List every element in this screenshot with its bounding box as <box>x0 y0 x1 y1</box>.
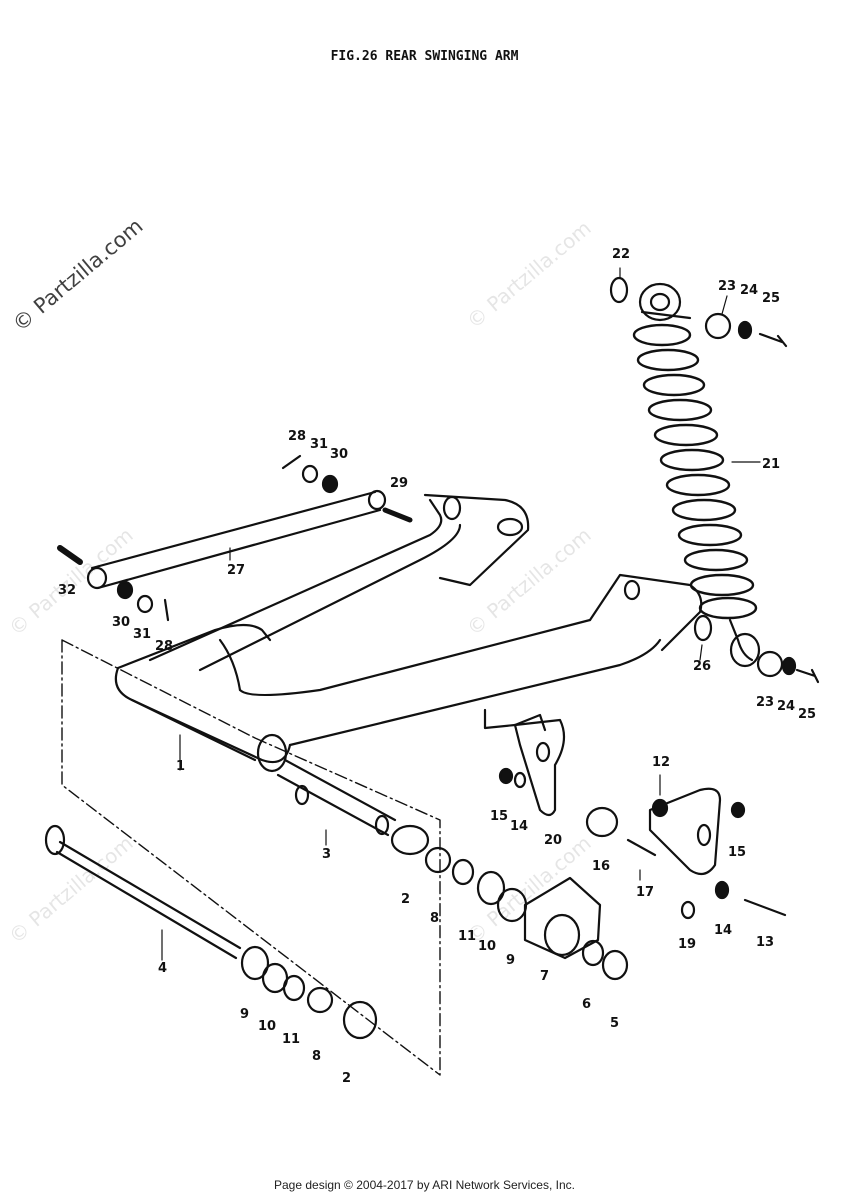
bushing-2-upper <box>390 824 430 856</box>
bolt-25-top <box>758 332 788 348</box>
callout-7: 7 <box>540 969 549 984</box>
washer-22 <box>609 276 629 304</box>
callout-12: 12 <box>652 755 670 770</box>
callout-17: 17 <box>636 885 654 900</box>
cotter-pin-28-left <box>163 598 170 622</box>
bolt-25-bottom <box>795 668 820 684</box>
bolt-13 <box>743 898 787 917</box>
callout-27: 27 <box>227 563 245 578</box>
callout-30-left: 30 <box>112 615 130 630</box>
bearing-11-upper <box>451 858 475 886</box>
callout-4: 4 <box>158 961 167 976</box>
callout-6: 6 <box>582 997 591 1012</box>
callout-29: 29 <box>390 476 408 491</box>
callout-26: 26 <box>693 659 711 674</box>
callout-1: 1 <box>176 759 185 774</box>
callout-23-bottom: 23 <box>756 695 774 710</box>
washer-31-left <box>136 594 154 614</box>
callout-8-lower: 8 <box>312 1049 321 1064</box>
nut-24-top <box>737 320 753 340</box>
callout-14-right: 14 <box>714 923 732 938</box>
nut-30-left <box>116 580 134 600</box>
callout-15-right: 15 <box>728 845 746 860</box>
nut-15-left <box>498 767 514 785</box>
leader-lines <box>161 267 761 961</box>
washer-9-upper <box>496 887 528 923</box>
bracket-19 <box>648 787 722 920</box>
callout-19: 19 <box>678 937 696 952</box>
callout-25-top: 25 <box>762 291 780 306</box>
washer-14-right <box>714 880 730 900</box>
nut-30-top <box>321 474 339 494</box>
washer-26 <box>693 614 713 642</box>
washer-10-upper <box>476 870 506 906</box>
nut-5 <box>601 949 629 981</box>
washer-9-lower <box>240 945 270 981</box>
callout-16: 16 <box>592 859 610 874</box>
callout-24-top: 24 <box>740 283 758 298</box>
callout-22: 22 <box>612 247 630 262</box>
callout-20: 20 <box>544 833 562 848</box>
washer-6 <box>581 939 605 967</box>
bushing-8-upper <box>424 846 452 874</box>
callout-25-bottom: 25 <box>798 707 816 722</box>
callout-9-lower: 9 <box>240 1007 249 1022</box>
callout-labels: 22 23 24 25 21 28 31 30 29 27 32 30 31 2… <box>58 247 816 1086</box>
bushing-2-lower <box>342 1000 378 1040</box>
callout-8-upper: 8 <box>430 911 439 926</box>
bushing-8-lower <box>306 986 334 1014</box>
cotter-pin-28-top <box>281 454 302 470</box>
washer-23-bottom <box>756 650 784 678</box>
callout-3: 3 <box>322 847 331 862</box>
torque-rod <box>86 489 387 590</box>
bearing-11-lower <box>282 974 306 1002</box>
washer-31-top <box>301 464 319 484</box>
callout-32: 32 <box>58 583 76 598</box>
callout-23-top: 23 <box>718 279 736 294</box>
callout-31-top: 31 <box>310 437 328 452</box>
nut-24-bottom <box>781 656 797 676</box>
nut-15-right <box>730 801 746 819</box>
callout-5: 5 <box>610 1016 619 1031</box>
callout-21: 21 <box>762 457 780 472</box>
shock-spring-coils <box>632 323 758 620</box>
callout-11-upper: 11 <box>458 929 476 944</box>
callout-28-left: 28 <box>155 639 173 654</box>
callout-9-upper: 9 <box>506 953 515 968</box>
callout-13: 13 <box>756 935 774 950</box>
callout-2-upper: 2 <box>401 892 410 907</box>
pivot-shaft <box>276 758 397 837</box>
callout-15-left: 15 <box>490 809 508 824</box>
washer-14-left <box>513 771 527 789</box>
nut-12 <box>651 798 669 818</box>
callout-31-left: 31 <box>133 627 151 642</box>
callout-10-upper: 10 <box>478 939 496 954</box>
callout-2-lower: 2 <box>342 1071 351 1086</box>
figure-title: FIG.26 REAR SWINGING ARM <box>330 49 519 64</box>
bolt-32 <box>57 545 83 565</box>
callout-28-top: 28 <box>288 429 306 444</box>
callout-11-lower: 11 <box>282 1032 300 1047</box>
page-footer-copyright: Page design © 2004-2017 by ARI Network S… <box>273 1178 575 1192</box>
bolt-29 <box>382 507 413 523</box>
callout-14-left: 14 <box>510 819 528 834</box>
collar-7 <box>523 876 602 960</box>
washer-23-top <box>704 312 732 340</box>
callout-10-lower: 10 <box>258 1019 276 1034</box>
swinging-arm <box>114 493 703 773</box>
rear-shock-absorber <box>632 282 761 668</box>
callout-24-bottom: 24 <box>777 699 795 714</box>
assembly-box-outline <box>61 639 441 1076</box>
callout-30-top: 30 <box>330 447 348 462</box>
pivot-bolt <box>44 824 242 960</box>
bracket-20 <box>483 708 566 817</box>
pin-17 <box>626 838 657 857</box>
bushing-16 <box>585 806 619 838</box>
